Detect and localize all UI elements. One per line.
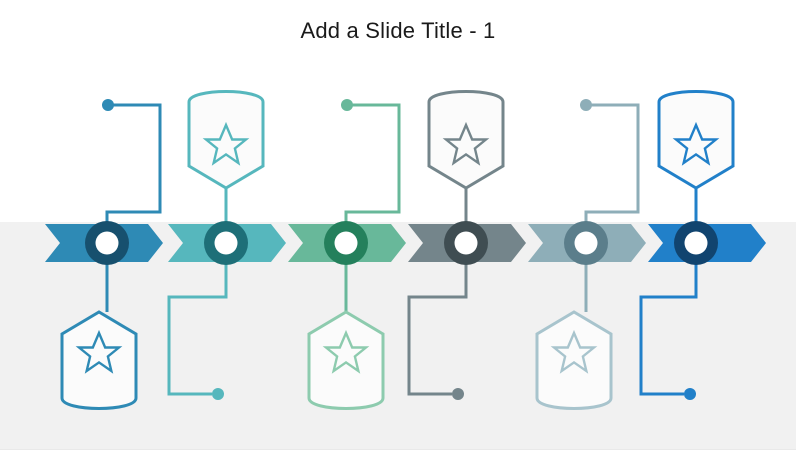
connector-step-6 [639, 188, 698, 400]
node-step-5[interactable] [564, 221, 608, 265]
badge-step-2[interactable] [187, 90, 265, 190]
node-step-6[interactable] [674, 221, 718, 265]
badge-shape [657, 90, 735, 190]
badge-shape [535, 310, 613, 410]
node-step-4[interactable] [444, 221, 488, 265]
connector-step-3 [341, 99, 401, 312]
badge-step-5[interactable] [535, 310, 613, 410]
badge-step-3[interactable] [307, 310, 385, 410]
connector-step-5 [580, 99, 640, 312]
badge-shape [60, 310, 138, 410]
badge-shape [307, 310, 385, 410]
connector-step-1 [102, 99, 162, 312]
page-title: Add a Slide Title - 1 [300, 18, 496, 43]
node-step-3[interactable] [324, 221, 368, 265]
connector-step-4 [407, 188, 468, 400]
badge-shape [427, 90, 505, 190]
badge-shape [187, 90, 265, 190]
badge-step-1[interactable] [60, 310, 138, 410]
badge-step-4[interactable] [427, 90, 505, 190]
connector-step-2 [167, 188, 228, 400]
badge-step-6[interactable] [657, 90, 735, 190]
node-step-1[interactable] [85, 221, 129, 265]
node-step-2[interactable] [204, 221, 248, 265]
